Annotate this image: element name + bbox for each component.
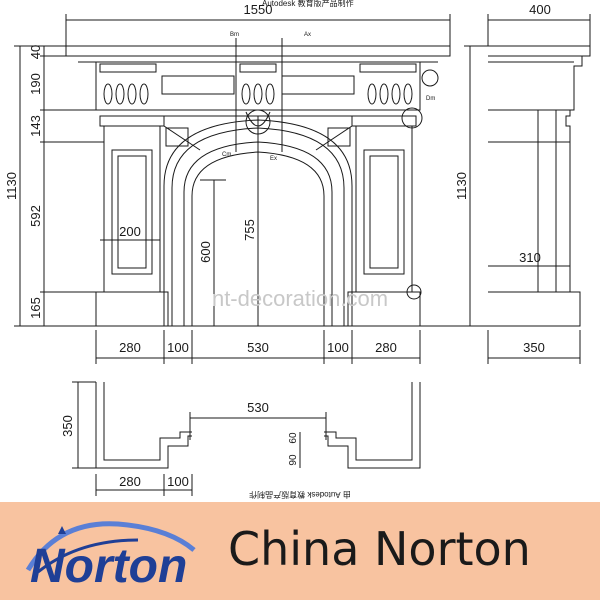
callout-label-b: Bm [230,32,239,38]
right-leg [347,115,421,327]
brand-title: China Norton [228,522,531,576]
callout-label-a: Ax [304,32,311,38]
callout-circle [401,107,423,129]
plan-opening-label: 530 [247,400,269,415]
bottom-jamb-right-label: 280 [375,340,397,355]
arch-height-label: 755 [242,219,257,241]
opening-height-label: 600 [198,241,213,263]
callout-label-e: Ex [270,156,277,162]
left-leg [95,115,169,327]
plan-step-a-label: 90 [288,454,299,466]
top-thickness-label: 40 [28,45,43,59]
callout-circle [421,69,439,87]
plan-depth-label: 350 [60,415,75,437]
frieze [95,61,421,117]
brand-banner: Norton China Norton [0,502,600,600]
panel-width-label: 200 [119,224,141,239]
fireplace-drawing: nt-decoration.com 1550 Autodesk 教育版产品制作 … [4,0,591,500]
logo-text: Norton [30,540,187,593]
bottom-gap-left-label: 100 [167,340,189,355]
front-height-dimensions [14,45,104,327]
plan-step-b-label: 60 [288,432,299,444]
plan-jamb-label: 280 [119,474,141,489]
side-depth-label: 350 [523,340,545,355]
front-bottom-dimensions [95,330,421,364]
callout-circle [245,109,271,135]
front-title-note: Autodesk 教育版产品制作 [262,0,354,8]
side-view [464,14,591,364]
side-inner-label: 310 [519,250,541,265]
panel-height-label: 592 [28,205,43,227]
callout-label-c: Cm [222,152,231,158]
norton-logo: Norton [25,521,196,593]
mantel-shelf [65,45,451,63]
bottom-opening-label: 530 [247,340,269,355]
front-width-dimension [65,14,451,46]
upper-height-label: 143 [28,115,43,137]
plan-view [72,381,421,496]
side-height-label: 1130 [454,172,469,200]
frieze-height-label: 190 [28,73,43,95]
front-width-label: 1550 [244,2,273,17]
plan-gap-label: 100 [167,474,189,489]
watermark: nt-decoration.com [212,286,388,311]
callout-circle [406,284,422,300]
plinth-height-label: 165 [28,297,43,319]
side-width-label: 400 [529,2,551,17]
bottom-jamb-left-label: 280 [119,340,141,355]
plan-note: 由 Autodesk 教育版产品制作 [249,490,351,500]
callout-label-d: Dm [426,96,435,102]
bottom-gap-right-label: 100 [327,340,349,355]
front-height-label: 1130 [4,172,19,200]
